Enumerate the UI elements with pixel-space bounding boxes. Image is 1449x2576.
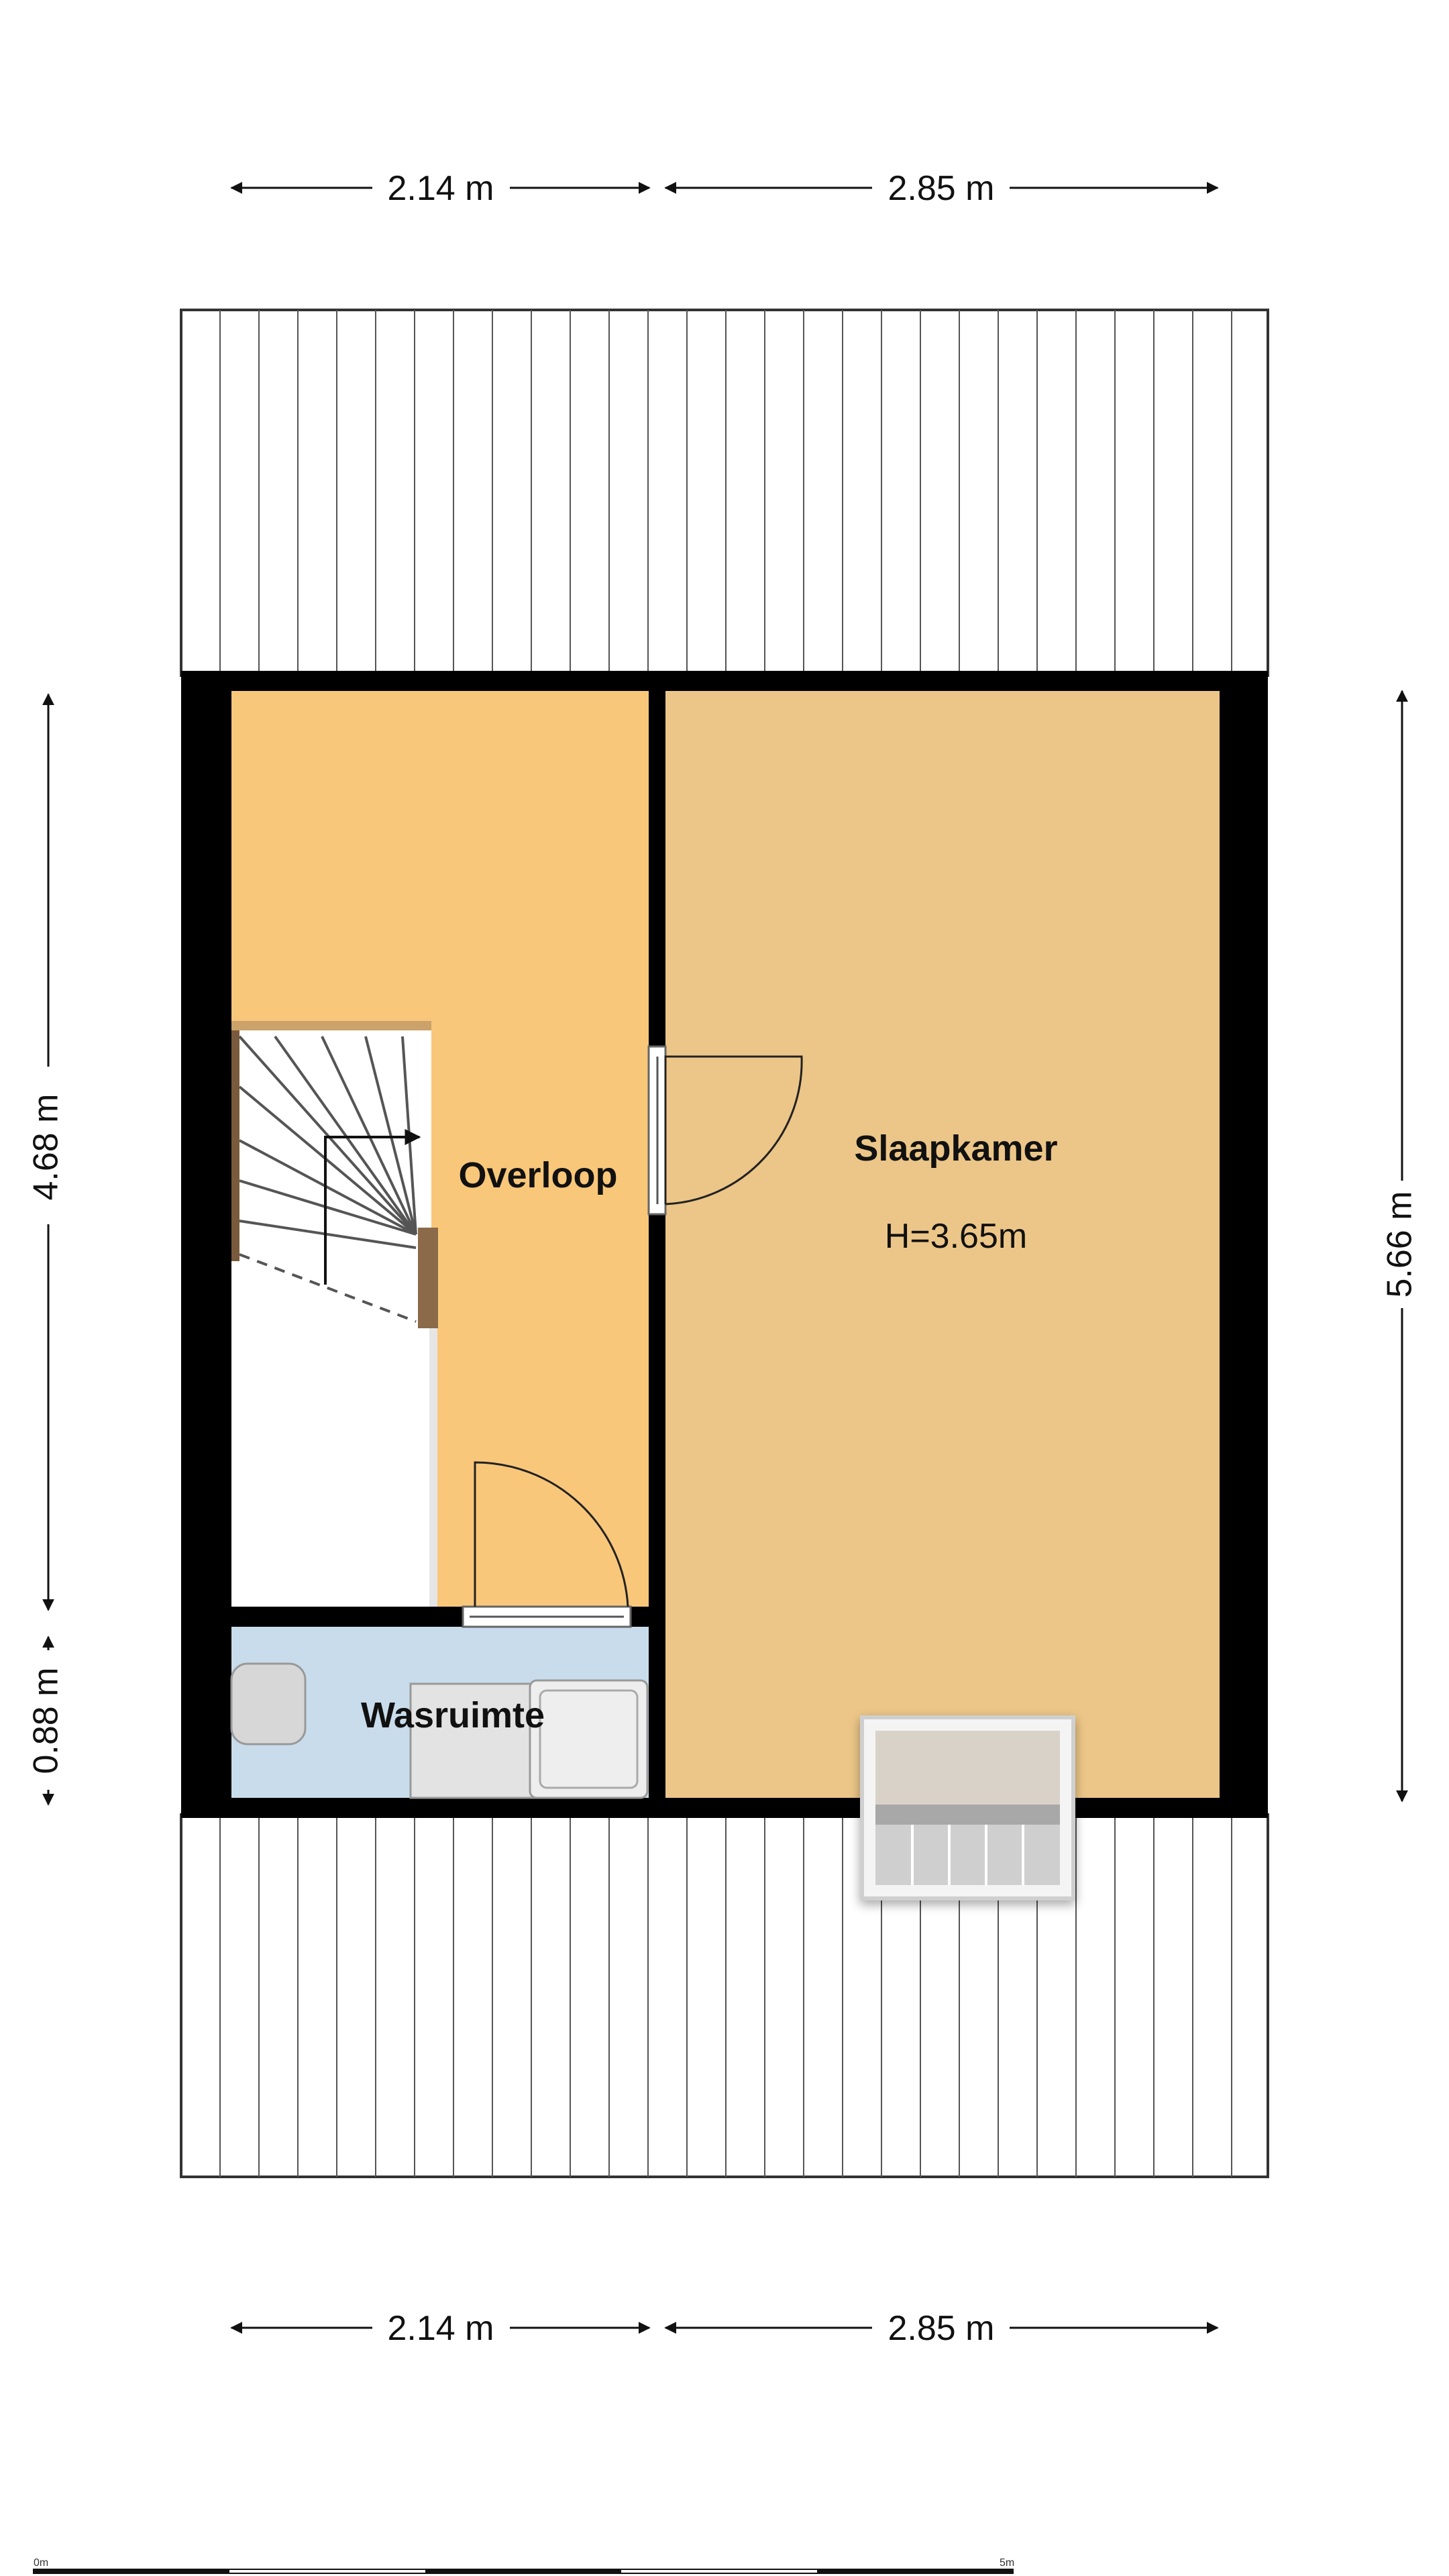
door-slaapkamer [647, 1045, 803, 1216]
label-wasruimte: Wasruimte [361, 1695, 545, 1735]
roof-top [180, 309, 1269, 677]
room-slaapkamer [665, 691, 1220, 1798]
dim-left-upper: 4.68 m [27, 1094, 66, 1201]
dim-top-left: 2.14 m [388, 169, 494, 208]
stairwell-void [231, 1261, 433, 1607]
dim-left-lower: 0.88 m [27, 1668, 66, 1774]
label-slaapkamer-height: H=3.65m [885, 1217, 1027, 1256]
staircase [231, 1021, 438, 1328]
dim-right: 5.66 m [1381, 1191, 1419, 1298]
stair-edge [429, 1261, 437, 1607]
dim-bottom-left: 2.14 m [388, 2309, 494, 2348]
dimension-top: 2.14 m 2.85 m [230, 169, 1219, 208]
roof-window [860, 1715, 1075, 1900]
label-slaapkamer: Slaapkamer [854, 1128, 1057, 1169]
laundry-fixtures [230, 1662, 649, 1799]
scale-bar: 0m 5m [33, 2557, 1014, 2574]
wall-divider-vertical [649, 691, 665, 1798]
dimension-bottom: 2.14 m 2.85 m [230, 2309, 1219, 2348]
dimension-left: 4.68 m 0.88 m [27, 693, 66, 1806]
dim-bottom-right: 2.85 m [888, 2309, 995, 2348]
scale-end-label: 5m [1000, 2557, 1014, 2569]
dim-top-right: 2.85 m [888, 169, 995, 208]
door-wasruimte [462, 1461, 632, 1628]
roof-bottom [180, 1813, 1269, 2178]
scale-start-label: 0m [34, 2557, 48, 2569]
label-overloop: Overloop [458, 1155, 617, 1195]
dimension-right: 5.66 m [1381, 690, 1419, 1803]
